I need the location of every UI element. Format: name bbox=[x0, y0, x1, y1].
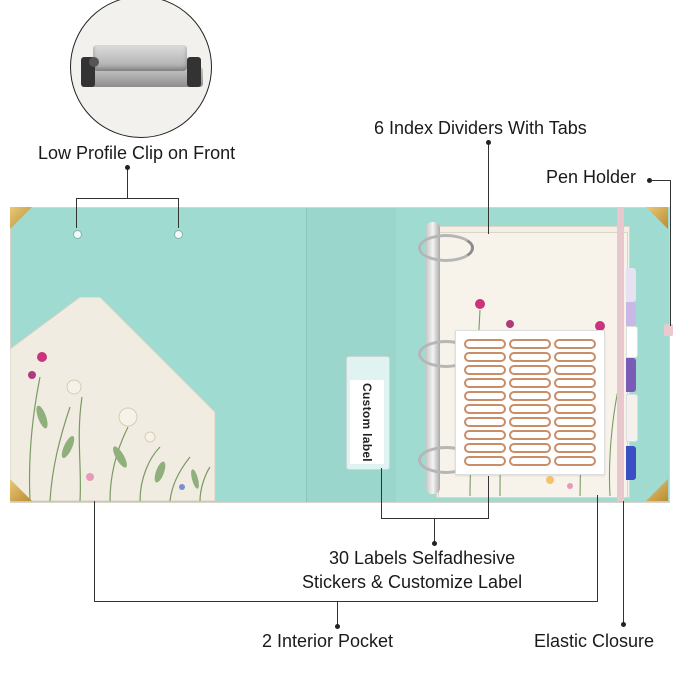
callout-line bbox=[337, 601, 338, 627]
label-sticker bbox=[554, 417, 596, 427]
callout-dot bbox=[335, 624, 340, 629]
label-sticker bbox=[554, 456, 596, 466]
label-sticker bbox=[464, 430, 506, 440]
label-sticker bbox=[464, 352, 506, 362]
label-sticker bbox=[509, 404, 551, 414]
label-sticker bbox=[554, 443, 596, 453]
divider-tab[interactable] bbox=[626, 326, 638, 358]
label-sticker bbox=[509, 365, 551, 375]
clip-rivet bbox=[73, 230, 82, 239]
callout-dot bbox=[486, 140, 491, 145]
clip-ring bbox=[89, 57, 99, 67]
callout-line bbox=[178, 198, 179, 228]
callout-line bbox=[381, 468, 382, 518]
callout-dot bbox=[647, 178, 652, 183]
label-sticker bbox=[509, 391, 551, 401]
label-sticker bbox=[464, 404, 506, 414]
callout-line bbox=[76, 198, 77, 228]
labels-callout-line1: 30 Labels Selfadhesive bbox=[328, 548, 516, 568]
callout-dot bbox=[621, 622, 626, 627]
clip-grip bbox=[187, 57, 201, 87]
label-sticker bbox=[464, 456, 506, 466]
divider-tab[interactable] bbox=[626, 446, 636, 480]
label-sticker bbox=[509, 443, 551, 453]
label-sticker bbox=[554, 430, 596, 440]
clip-plate bbox=[83, 67, 203, 87]
divider-tab[interactable] bbox=[626, 302, 636, 326]
labels-callout-label: 30 Labels Selfadhesive Stickers & Custom… bbox=[302, 546, 522, 594]
callout-line bbox=[670, 180, 671, 326]
label-sticker bbox=[554, 339, 596, 349]
clip-rivet bbox=[174, 230, 183, 239]
sticker-sheet bbox=[455, 330, 605, 475]
custom-label-text: Custom label bbox=[360, 382, 374, 462]
callout-line bbox=[76, 198, 179, 199]
label-sticker bbox=[464, 378, 506, 388]
label-sticker bbox=[464, 365, 506, 375]
callout-line bbox=[127, 168, 128, 198]
callout-line bbox=[488, 476, 489, 518]
callout-line bbox=[94, 501, 95, 601]
callout-line bbox=[434, 518, 435, 544]
custom-label-card: Custom label bbox=[350, 380, 384, 464]
clip-callout-label: Low Profile Clip on Front bbox=[38, 143, 236, 163]
label-sticker bbox=[509, 378, 551, 388]
labels-callout-line2: Stickers & Customize Label bbox=[302, 572, 523, 592]
dividers-callout-label: 6 Index Dividers With Tabs bbox=[374, 118, 587, 138]
callout-dot bbox=[432, 541, 437, 546]
interior-pocket bbox=[10, 297, 216, 501]
callout-line bbox=[597, 495, 598, 601]
label-sticker bbox=[509, 417, 551, 427]
callout-line bbox=[650, 180, 670, 181]
label-sticker bbox=[554, 404, 596, 414]
label-sticker bbox=[464, 339, 506, 349]
label-sticker bbox=[509, 456, 551, 466]
divider-tab[interactable] bbox=[626, 268, 636, 302]
divider-tab[interactable] bbox=[626, 358, 636, 392]
label-sticker bbox=[554, 365, 596, 375]
pen-holder-loop[interactable] bbox=[664, 324, 673, 336]
binder-ring bbox=[418, 234, 474, 262]
callout-line bbox=[488, 144, 489, 234]
label-sticker bbox=[464, 443, 506, 453]
callout-line bbox=[381, 518, 489, 519]
elastic-closure bbox=[617, 207, 624, 501]
label-sticker bbox=[509, 339, 551, 349]
divider-tab[interactable] bbox=[626, 394, 638, 442]
label-sticker bbox=[509, 352, 551, 362]
label-sticker bbox=[554, 378, 596, 388]
pocket-callout-label: 2 Interior Pocket bbox=[262, 631, 394, 651]
pen-holder-callout-label: Pen Holder bbox=[546, 167, 637, 187]
callout-line bbox=[623, 501, 624, 625]
callout-line bbox=[94, 601, 598, 602]
label-sticker bbox=[464, 391, 506, 401]
clip-bar bbox=[93, 45, 187, 71]
elastic-callout-label: Elastic Closure bbox=[534, 631, 655, 651]
callout-dot bbox=[125, 165, 130, 170]
clip-zoom-image bbox=[70, 0, 212, 138]
label-sticker bbox=[554, 391, 596, 401]
label-sticker bbox=[464, 417, 506, 427]
label-sticker bbox=[554, 352, 596, 362]
label-sticker bbox=[509, 430, 551, 440]
